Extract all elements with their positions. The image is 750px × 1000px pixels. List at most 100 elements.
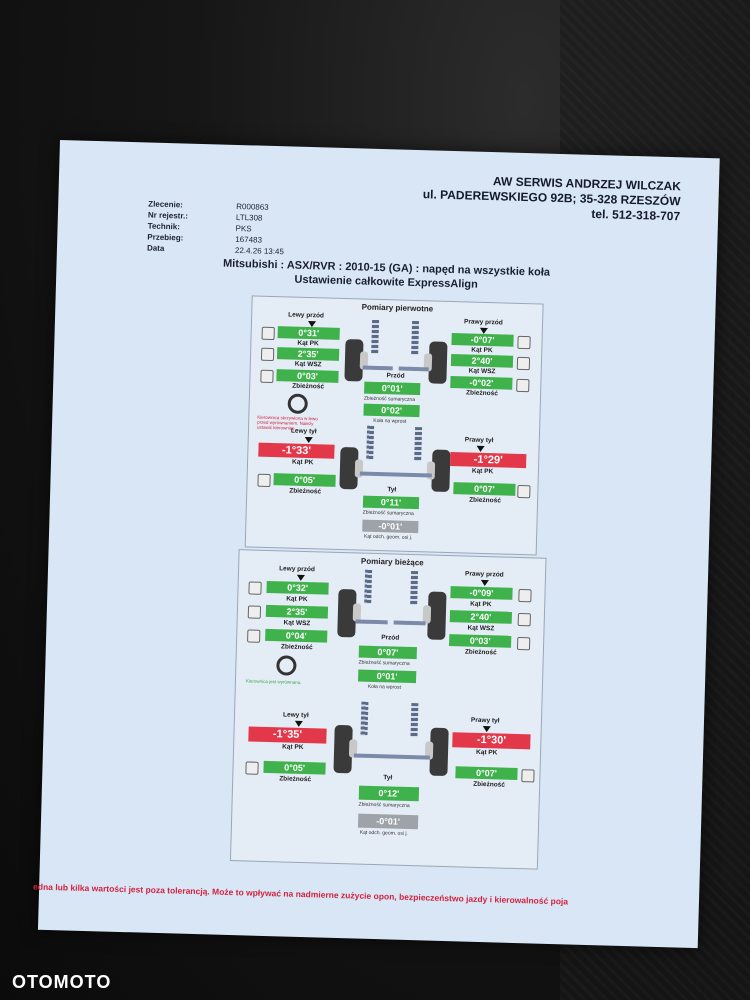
toe-label: Zbieżność	[280, 643, 313, 652]
rear-left-camber: -1°33'	[258, 442, 335, 459]
thrust-angle: -0°01'	[357, 813, 419, 830]
rear-axle-beam	[359, 471, 432, 478]
sai-label: Kąt WSZ	[294, 360, 322, 369]
front-right-label: Prawy przód	[464, 570, 504, 579]
front-left-camber: 0°31'	[277, 326, 340, 340]
current-measurements-panel: Pomiary bieżące Lewy przód 0°32' Kąt PK …	[229, 549, 547, 870]
setback-label: Koła na wprost	[373, 417, 407, 425]
workshop-header: AW SERWIS ANDRZEJ WILCZAK ul. PADEREWSKI…	[422, 172, 682, 224]
camber-label: Kąt PK	[286, 595, 308, 604]
steering-ok-note: Kierownica jest wyrównana.	[245, 678, 302, 685]
front-right-sai: 2°40'	[449, 610, 513, 624]
rear-left-strut	[366, 425, 375, 460]
meta-value: PKS	[235, 223, 252, 234]
front-left-label: Lewy przód	[279, 565, 315, 574]
initial-measurements-panel: Pomiary pierwotne Lewy przód 0°31' Kąt P…	[244, 295, 544, 556]
front-right-toe: 0°03'	[449, 634, 512, 648]
rear-left-strut	[360, 701, 369, 736]
rear-right-strut	[410, 703, 419, 738]
front-total-label: Przód	[386, 372, 405, 380]
front-right-sai: 2°40'	[450, 354, 514, 368]
camber-label: Kąt PK	[291, 458, 314, 467]
rear-total-toe: 0°11'	[362, 495, 420, 510]
front-left-strut	[364, 569, 373, 604]
toe-gauge-icon	[516, 636, 531, 651]
setback-label: Koła na wprost	[367, 683, 402, 691]
front-left-sai: 2°35'	[276, 347, 340, 361]
toe-gauge-icon	[517, 484, 531, 499]
rear-left-camber: -1°35'	[248, 726, 327, 744]
toe-label: Zbieżność	[289, 487, 322, 496]
thrust-angle: -0°01'	[362, 519, 419, 534]
rear-axle-beam	[353, 753, 430, 760]
vehicle-info: Mitsubishi : ASX/RVR : 2010-15 (GA) : na…	[56, 252, 717, 298]
camber-gauge-icon	[261, 326, 275, 341]
front-right-arm	[398, 366, 429, 372]
steering-wheel-icon	[276, 655, 297, 676]
front-left-label: Lewy przód	[288, 311, 325, 320]
toe-gauge-icon	[245, 761, 259, 775]
thrust-angle-label: Kąt odch. geom. osi j.	[359, 829, 408, 837]
front-setback: 0°02'	[363, 403, 420, 418]
total-toe-label: Zbieżność sumaryczna	[358, 659, 410, 667]
front-right-strut	[410, 570, 419, 606]
rear-total-label: Tył	[383, 774, 393, 782]
rear-left-toe: 0°05'	[273, 473, 336, 487]
toe-gauge-icon	[247, 629, 261, 643]
meta-value: LTL308	[235, 212, 263, 223]
camber-gauge-icon	[517, 335, 531, 350]
front-left-arm	[355, 619, 388, 625]
meta-value: R000863	[236, 201, 269, 212]
front-total-toe: 0°01'	[364, 381, 421, 396]
meta-value: 22.4.26 13:45	[234, 245, 285, 257]
rear-left-label: Lewy tył	[282, 711, 309, 720]
front-right-arm	[393, 620, 426, 626]
rear-right-label: Prawy tył	[470, 716, 500, 725]
arrow-down-icon	[294, 720, 303, 728]
rear-right-toe: 0°07'	[455, 766, 518, 781]
arrow-down-icon	[480, 579, 489, 587]
front-left-toe: 0°04'	[265, 628, 328, 643]
front-left-strut	[371, 319, 380, 354]
arrow-down-icon	[304, 436, 313, 444]
camber-gauge-icon	[518, 588, 532, 603]
front-right-label: Prawy przód	[463, 318, 503, 327]
camber-label: Kąt PK	[297, 339, 319, 348]
toe-gauge-icon	[516, 378, 530, 393]
otomoto-watermark: OTOMOTO	[12, 972, 112, 992]
sai-gauge-icon	[516, 356, 531, 371]
toe-gauge-icon	[521, 769, 535, 783]
rear-left-toe: 0°05'	[263, 760, 326, 775]
camber-label: Kąt PK	[471, 346, 493, 355]
rear-total-toe: 0°12'	[358, 785, 420, 802]
arrow-down-icon	[296, 574, 305, 582]
toe-label: Zbieżność	[469, 496, 501, 505]
front-right-strut	[411, 320, 420, 356]
total-toe-label: Zbieżność sumaryczna	[363, 395, 416, 404]
order-details: Zlecenie:R000863 Nr rejestr.:LTL308 Tech…	[147, 198, 285, 257]
toe-label: Zbieżność	[292, 382, 325, 391]
front-total-toe: 0°07'	[358, 645, 417, 660]
toe-label: Zbieżność	[465, 389, 498, 398]
rear-right-strut	[414, 427, 423, 462]
toe-gauge-icon	[260, 369, 274, 384]
toe-label: Zbieżność	[473, 780, 506, 789]
sai-gauge-icon	[517, 612, 531, 627]
front-right-camber: -0°09'	[450, 586, 513, 600]
alignment-printout: AW SERWIS ANDRZEJ WILCZAK ul. PADEREWSKI…	[33, 140, 720, 949]
front-left-arm	[362, 365, 393, 371]
camber-label: Kąt PK	[471, 467, 494, 476]
front-left-sai: 2°35'	[265, 604, 329, 619]
front-right-toe: -0°02'	[450, 375, 513, 390]
camber-gauge-icon	[248, 581, 262, 595]
front-left-toe: 0°03'	[276, 369, 339, 383]
total-toe-label: Zbieżność sumaryczna	[358, 801, 410, 810]
sai-label: Kąt WSZ	[283, 619, 311, 628]
tolerance-warning: edna lub kilka wartości jest poza tolera…	[33, 881, 569, 907]
front-right-camber: -0°07'	[451, 333, 514, 347]
sai-label: Kąt WSZ	[468, 367, 496, 376]
camber-label: Kąt PK	[470, 600, 492, 609]
rear-left-label: Lewy tył	[290, 427, 317, 436]
rear-total-label: Tył	[387, 486, 397, 494]
thrust-angle-label: Kąt odch. geom. osi j.	[363, 533, 413, 541]
